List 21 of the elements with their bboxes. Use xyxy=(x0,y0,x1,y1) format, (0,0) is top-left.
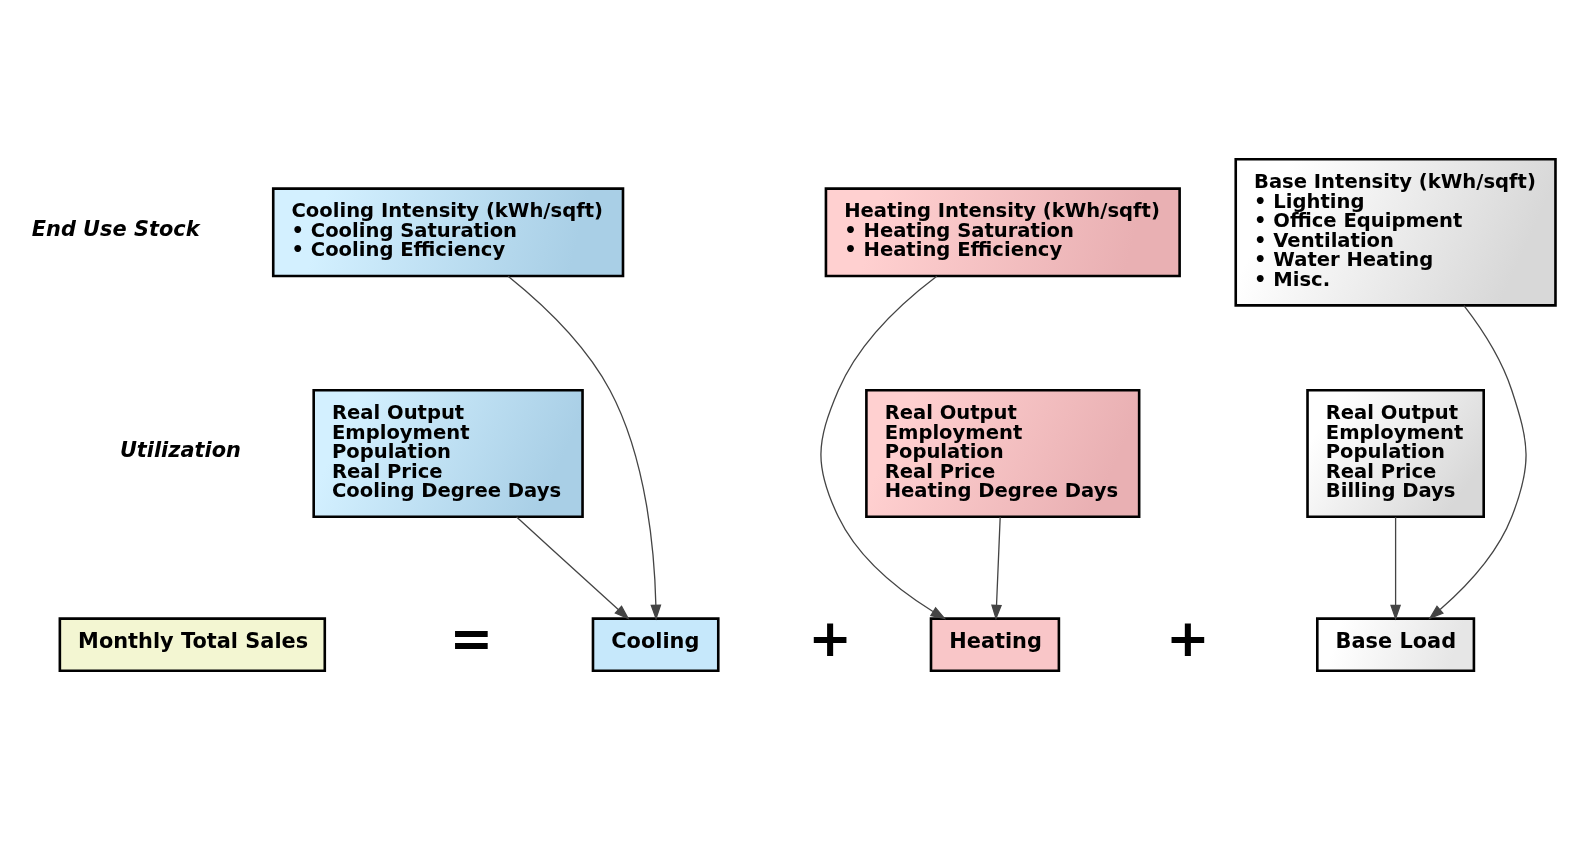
node-box: Real Output Employment Population Real Price Cooling Degree Days xyxy=(312,388,584,519)
arrow xyxy=(507,275,662,621)
label: + xyxy=(808,608,853,669)
node-box: Base Load xyxy=(1316,617,1476,673)
node-box: Cooling Intensity (kWh/sqft) • Cooling Saturation • Cooling Efficiency xyxy=(271,187,625,278)
label: Utilization xyxy=(119,438,241,463)
node-box: Real Output Employment Population Real Price Billing Days xyxy=(1306,388,1485,519)
node-box: Heating xyxy=(929,617,1061,673)
arrow xyxy=(515,516,630,620)
label: End Use Stock xyxy=(31,216,200,241)
node-box: Real Output Employment Population Real Price Heating Degree Days xyxy=(865,388,1141,519)
arrow xyxy=(991,516,1003,621)
arrow xyxy=(1390,516,1402,621)
label: = xyxy=(449,608,494,669)
arrow xyxy=(1428,305,1527,620)
arrow xyxy=(820,275,947,620)
node-box: Cooling xyxy=(591,617,720,673)
node-box: Monthly Total Sales xyxy=(58,617,327,673)
node-box: Heating Intensity (kWh/sqft) • Heating Saturation • Heating Efficiency xyxy=(824,187,1181,278)
node-box: Base Intensity (kWh/sqft) • Lighting • Office Equipment • Ventilation • Water Heating • Misc. xyxy=(1234,157,1557,307)
label: + xyxy=(1165,608,1210,669)
